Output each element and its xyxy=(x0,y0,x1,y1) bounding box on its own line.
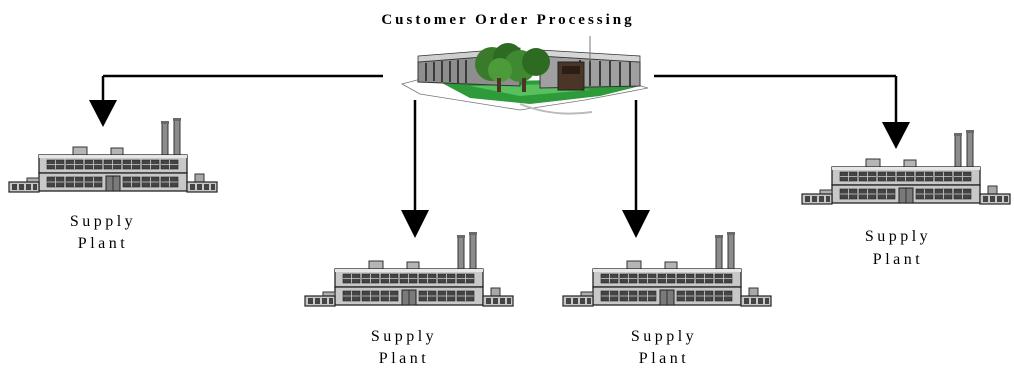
supply-plant-3: Supply Plant xyxy=(562,231,772,367)
supply-plant-label-line2: Plant xyxy=(873,251,923,268)
supply-plant-4: Supply Plant xyxy=(801,129,1011,268)
connector-inner-left-arrow xyxy=(401,100,429,238)
factory-icon xyxy=(8,117,218,193)
connector-left-arrow xyxy=(89,74,383,127)
headquarters-building-icon xyxy=(400,36,649,115)
supply-plant-1: Supply Plant xyxy=(8,117,218,252)
supply-plant-label-line1: Supply xyxy=(70,213,136,230)
factory-icon xyxy=(562,231,772,307)
diagram-title: Customer Order Processing xyxy=(381,12,634,28)
supply-plant-label-line1: Supply xyxy=(371,328,437,345)
supply-plant-label-line2: Plant xyxy=(379,350,429,367)
supply-plant-label-line1: Supply xyxy=(865,228,931,245)
connector-right-arrow xyxy=(654,74,910,149)
factory-icon xyxy=(304,231,514,307)
supply-plant-2: Supply Plant xyxy=(304,231,514,367)
connector-inner-right-arrow xyxy=(622,100,650,238)
supply-plant-label-line1: Supply xyxy=(631,328,697,345)
factory-icon xyxy=(801,129,1011,205)
supply-plant-label-line2: Plant xyxy=(78,235,128,252)
supply-plant-label-line2: Plant xyxy=(639,350,689,367)
